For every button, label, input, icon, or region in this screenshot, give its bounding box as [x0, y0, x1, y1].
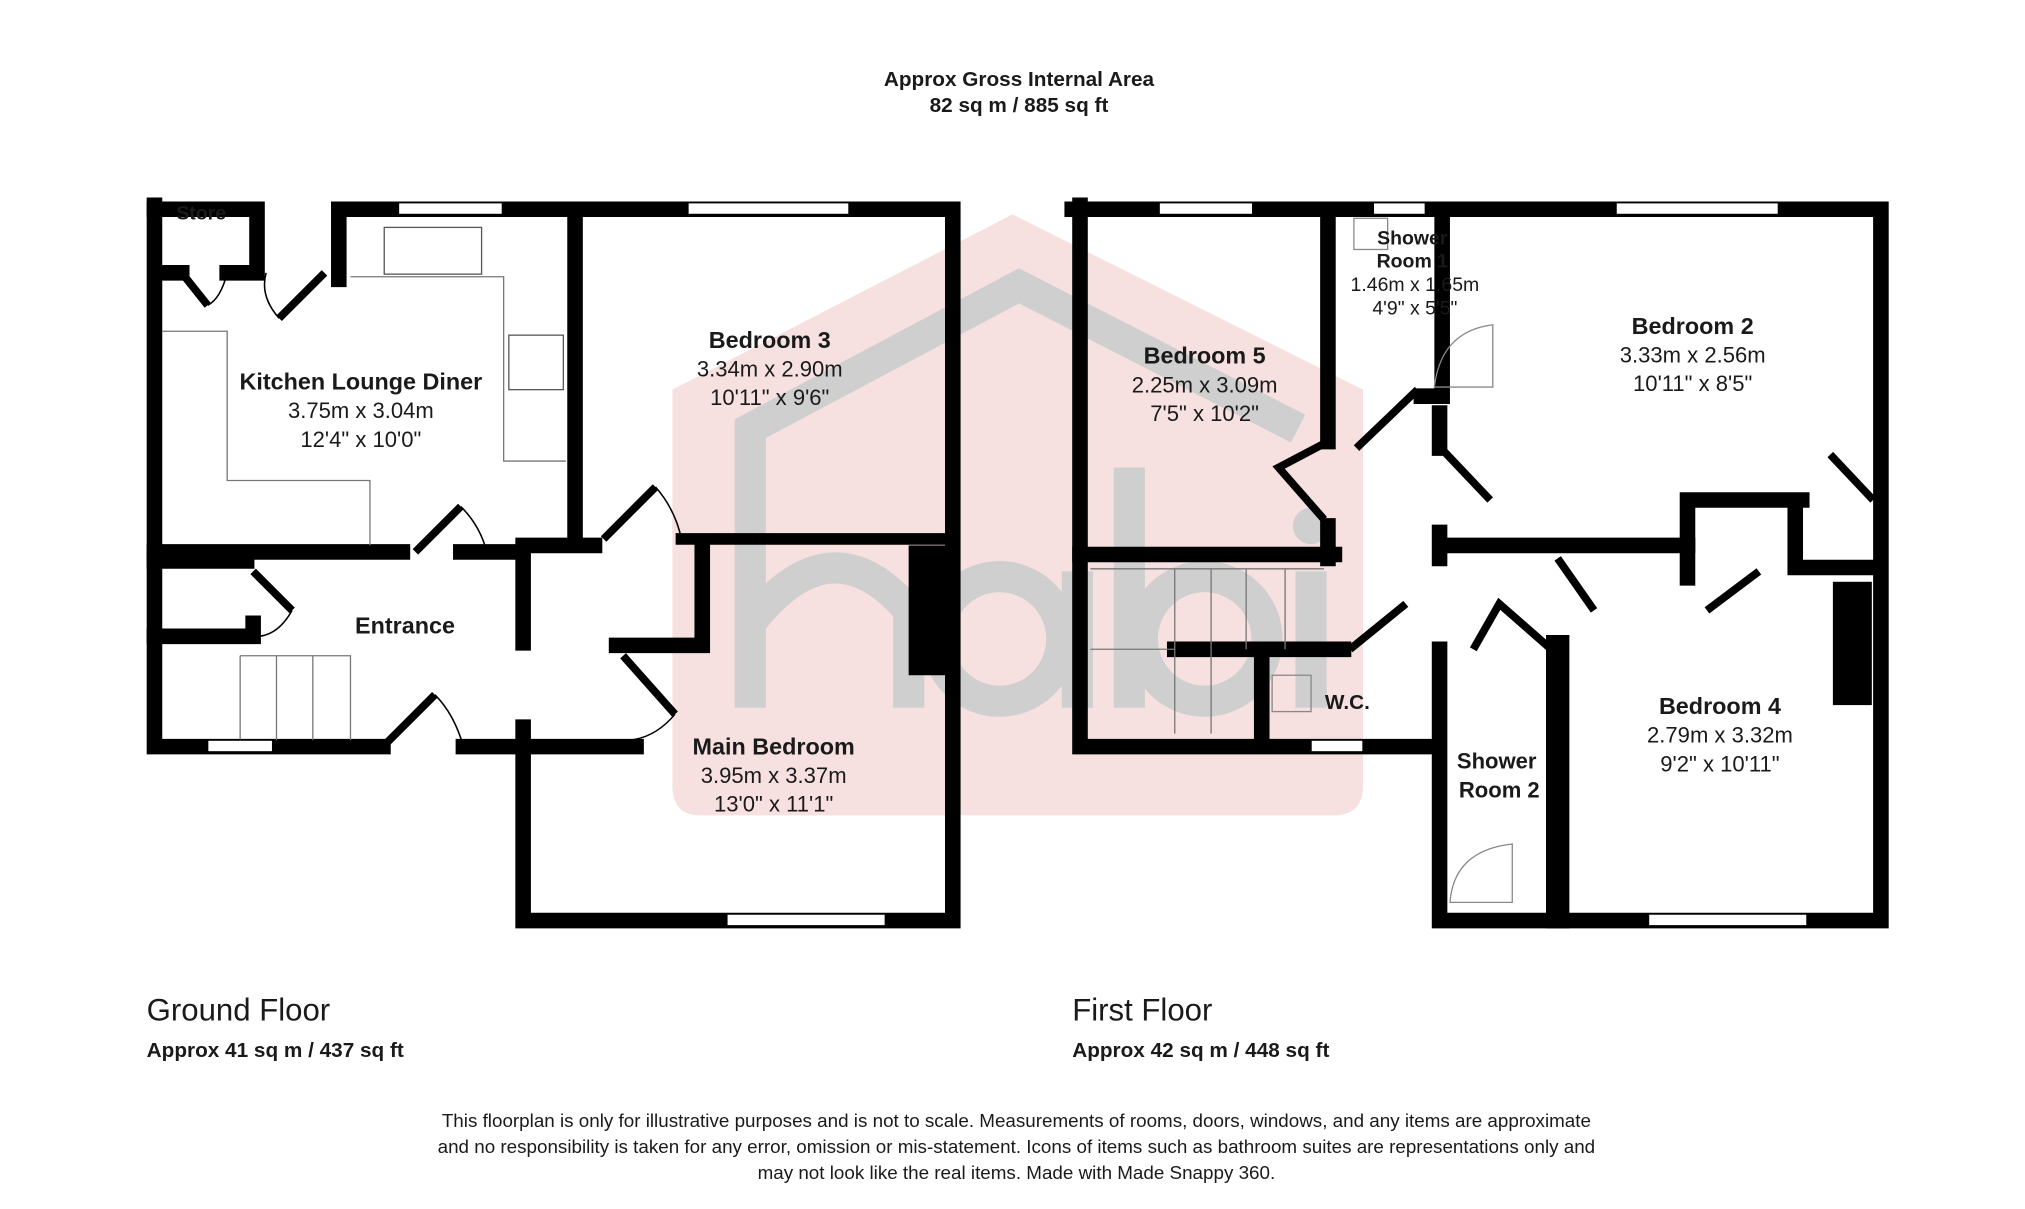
first-floor-room-labels: Bedroom 5 2.25m x 3.09m 7'5" x 10'2" Sho…	[1132, 227, 1793, 802]
room-bedroom2-name: Bedroom 2	[1632, 313, 1754, 339]
room-bedroom5-name: Bedroom 5	[1144, 343, 1266, 369]
room-main-bedroom-imperial: 13'0" x 11'1"	[714, 792, 833, 817]
first-floor-title: First Floor	[1072, 993, 1212, 1028]
room-bedroom3-metric: 3.34m x 2.90m	[697, 357, 843, 382]
room-bedroom2-imperial: 10'11" x 8'5"	[1633, 371, 1752, 396]
disclaimer-line-3: may not look like the real items. Made w…	[758, 1162, 1276, 1183]
room-bedroom3-name: Bedroom 3	[709, 327, 831, 353]
room-shower1-imperial: 4'9" x 5'5"	[1372, 297, 1457, 319]
room-bedroom5-imperial: 7'5" x 10'2"	[1150, 401, 1259, 426]
room-shower1-name-line2: Room 1	[1377, 251, 1449, 273]
ground-floor-room-labels: Store Kitchen Lounge Diner 3.75m x 3.04m…	[176, 203, 854, 817]
room-bedroom3-imperial: 10'11" x 9'6"	[710, 385, 829, 410]
header-title: Approx Gross Internal Area	[884, 68, 1155, 91]
disclaimer-line-2: and no responsibility is taken for any e…	[438, 1136, 1596, 1157]
first-floor-area: Approx 42 sq m / 448 sq ft	[1072, 1039, 1329, 1062]
room-bedroom4-name: Bedroom 4	[1659, 693, 1781, 719]
disclaimer-line-1: This floorplan is only for illustrative …	[442, 1110, 1591, 1131]
room-bedroom5-metric: 2.25m x 3.09m	[1132, 372, 1278, 397]
room-kitchen-imperial: 12'4" x 10'0"	[300, 427, 421, 452]
header-area: 82 sq m / 885 sq ft	[930, 94, 1109, 117]
room-shower1-name: Shower	[1377, 227, 1448, 249]
room-wc-name: W.C.	[1325, 691, 1370, 714]
room-kitchen-metric: 3.75m x 3.04m	[288, 398, 434, 423]
first-floor-walls	[1064, 197, 1889, 929]
room-bedroom4-metric: 2.79m x 3.32m	[1647, 723, 1793, 748]
ground-floor-area: Approx 41 sq m / 437 sq ft	[147, 1039, 404, 1062]
room-shower1-metric: 1.46m x 1.65m	[1351, 274, 1480, 296]
room-store: Store	[176, 203, 226, 225]
room-main-bedroom-name: Main Bedroom	[693, 733, 855, 759]
room-main-bedroom-metric: 3.95m x 3.37m	[701, 763, 847, 788]
room-shower2-name: Shower	[1457, 749, 1537, 774]
ground-floor-title: Ground Floor	[147, 993, 330, 1028]
room-entrance-name: Entrance	[355, 613, 455, 639]
room-shower2-name-line2: Room 2	[1459, 777, 1540, 802]
ground-floor-walls	[146, 197, 961, 929]
room-bedroom2-metric: 3.33m x 2.56m	[1620, 342, 1766, 367]
room-bedroom4-imperial: 9'2" x 10'11"	[1660, 751, 1779, 776]
room-kitchen-name: Kitchen Lounge Diner	[240, 369, 483, 395]
